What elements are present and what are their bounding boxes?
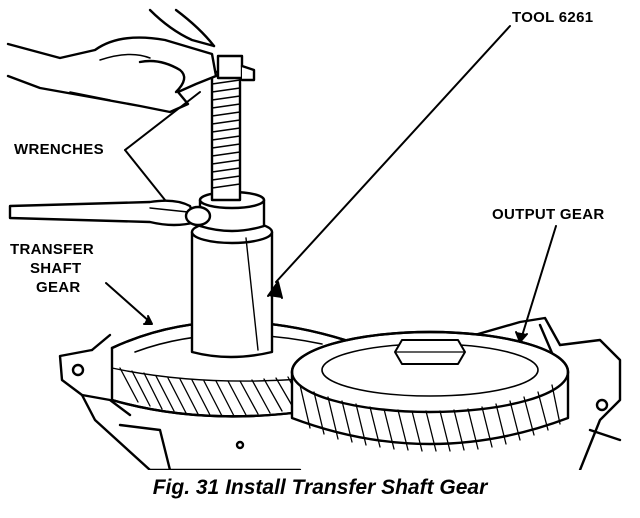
label-output-gear: OUTPUT GEAR (492, 206, 605, 223)
output-gear-leader (521, 225, 557, 337)
transfer-arrowhead-icon (143, 315, 153, 325)
tool-arrowhead-icon (267, 281, 283, 299)
label-transfer-line3: GEAR (36, 279, 81, 296)
leader-lines (105, 25, 557, 343)
wrench-leader-lower (124, 149, 166, 201)
tool-leader (275, 25, 511, 283)
wrench-leader-upper (124, 91, 201, 151)
transfer-gear-illustration (6, 8, 622, 470)
label-transfer-line2: SHAFT (30, 260, 82, 277)
transfer-gear-leader (105, 282, 151, 323)
threaded-screw (210, 54, 256, 202)
figure-caption: Fig. 31 Install Transfer Shaft Gear (152, 476, 488, 499)
tool-sleeve (190, 219, 274, 359)
output-gear (290, 330, 570, 452)
output-arrowhead-icon (515, 331, 528, 343)
label-tool: TOOL 6261 (512, 9, 594, 26)
wrench (8, 199, 212, 227)
label-transfer-line1: TRANSFER (10, 241, 95, 258)
hand (6, 8, 218, 114)
label-wrenches: WRENCHES (14, 141, 104, 158)
